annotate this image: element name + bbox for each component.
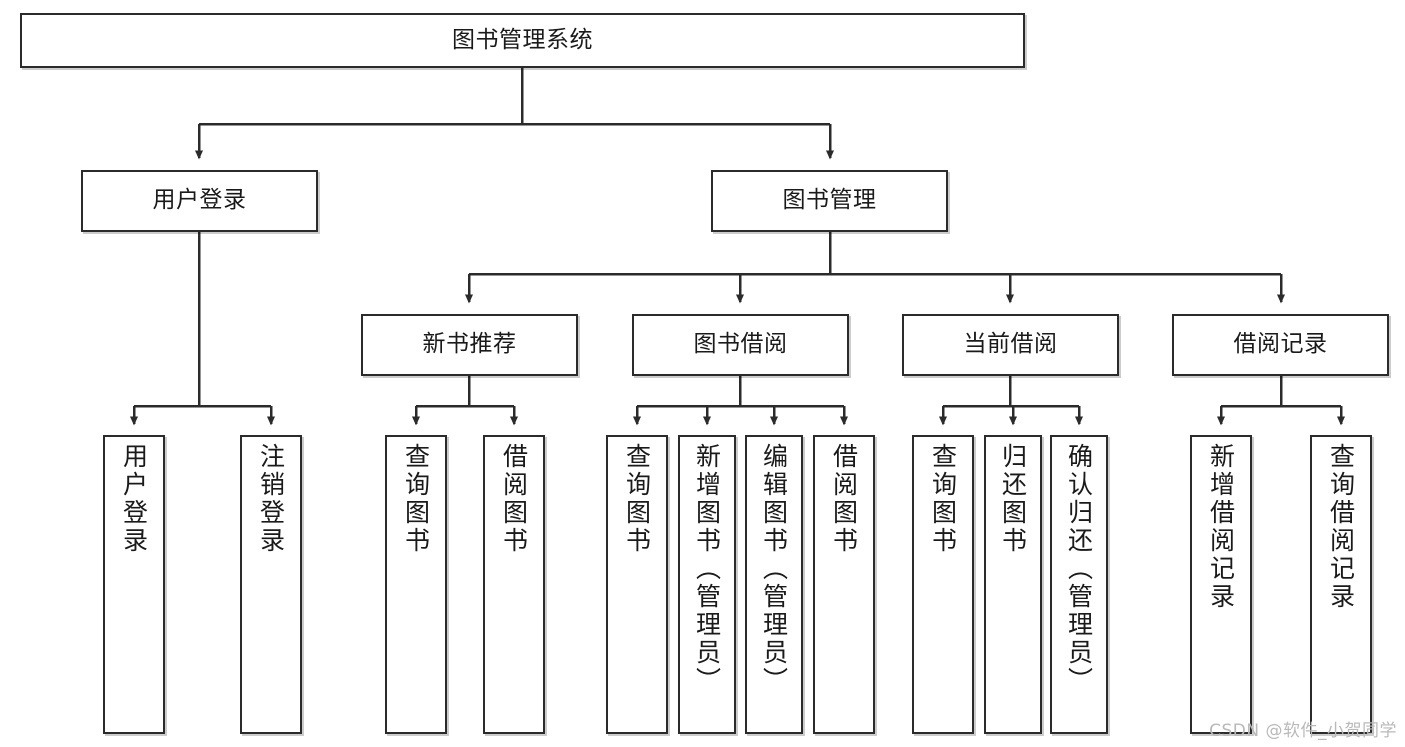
leaf-node[interactable]: 借阅图书 — [483, 435, 545, 734]
leaf-node[interactable]: 归还图书 — [984, 435, 1042, 734]
leaf-node[interactable]: 编辑图书（管理员） — [745, 435, 803, 734]
leaf-node[interactable]: 查询图书 — [606, 435, 668, 734]
leaf-node-label: 借阅图书 — [829, 443, 859, 555]
node-book-borrow[interactable]: 图书借阅 — [632, 314, 849, 376]
leaf-node[interactable]: 注销登录 — [240, 435, 302, 734]
leaf-node[interactable]: 确认归还（管理员） — [1050, 435, 1108, 734]
node-borrow-record[interactable]: 借阅记录 — [1172, 314, 1389, 376]
leaf-node[interactable]: 查询图书 — [912, 435, 974, 734]
leaf-node[interactable]: 新增图书（管理员） — [678, 435, 736, 734]
leaf-node-label: 查询图书 — [928, 443, 958, 555]
leaf-node-label: 查询图书 — [401, 443, 431, 555]
node-root-label: 图书管理系统 — [452, 26, 593, 53]
node-book-manage[interactable]: 图书管理 — [711, 170, 948, 232]
csdn-watermark: CSDN @软件_小贺同学 — [1209, 721, 1397, 741]
leaf-node-label: 注销登录 — [256, 443, 286, 555]
leaf-node-label: 新增借阅记录 — [1206, 443, 1236, 611]
leaf-node[interactable]: 新增借阅记录 — [1190, 435, 1252, 734]
node-root[interactable]: 图书管理系统 — [20, 13, 1025, 68]
leaf-node[interactable]: 用户登录 — [103, 435, 165, 734]
leaf-node[interactable]: 借阅图书 — [813, 435, 875, 734]
leaf-node-label: 归还图书 — [998, 443, 1028, 555]
leaf-node-label: 借阅图书 — [499, 443, 529, 555]
node-user-login-label: 用户登录 — [152, 187, 247, 214]
leaf-node[interactable]: 查询借阅记录 — [1310, 435, 1372, 734]
leaf-node-label: 查询图书 — [622, 443, 652, 555]
node-new-book-recommend[interactable]: 新书推荐 — [361, 314, 578, 376]
leaf-node[interactable]: 查询图书 — [385, 435, 447, 734]
leaf-node-label: 用户登录 — [119, 443, 149, 555]
leaf-node-label: 查询借阅记录 — [1326, 443, 1356, 611]
node-current-borrow-label: 当前借阅 — [963, 331, 1058, 358]
node-borrow-record-label: 借阅记录 — [1233, 331, 1328, 358]
leaf-node-label: 确认归还（管理员） — [1064, 443, 1094, 695]
node-user-login[interactable]: 用户登录 — [81, 170, 318, 232]
node-book-borrow-label: 图书借阅 — [693, 331, 788, 358]
leaf-node-label: 编辑图书（管理员） — [759, 443, 789, 695]
leaf-node-label: 新增图书（管理员） — [692, 443, 722, 695]
node-new-book-recommend-label: 新书推荐 — [422, 331, 517, 358]
node-book-manage-label: 图书管理 — [782, 187, 877, 214]
node-current-borrow[interactable]: 当前借阅 — [902, 314, 1119, 376]
